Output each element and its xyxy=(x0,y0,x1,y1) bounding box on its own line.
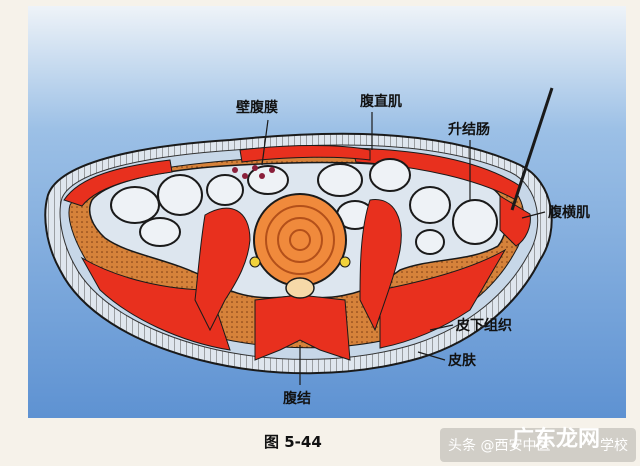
intestine-loops xyxy=(110,158,498,255)
right-nerve-dot xyxy=(339,256,351,268)
left-central-muscle xyxy=(194,207,251,332)
leader-lines xyxy=(261,112,546,385)
lower-center-muscle xyxy=(254,294,351,361)
watermark-overlay: 广东龙网 xyxy=(512,426,600,452)
label-parietal-peritoneum: 壁腹膜 xyxy=(236,99,278,116)
figure-caption: 图 5-44 xyxy=(264,433,322,451)
watermark-bg xyxy=(440,428,636,462)
left-abdominal-muscle xyxy=(63,159,173,207)
label-transversus-abdominis: 腹横肌 xyxy=(548,204,590,221)
label-rectus-abdominis: 腹直肌 xyxy=(360,93,402,110)
label-skin: 皮肤 xyxy=(447,352,477,369)
watermark-suffix: 学校 xyxy=(600,437,628,454)
vertebra-body xyxy=(253,193,347,287)
right-central-muscle xyxy=(359,199,402,332)
left-psoas-muscle xyxy=(80,256,231,351)
label-subcutaneous-tissue: 皮下组织 xyxy=(455,317,512,334)
watermark-prefix: 头条 @西安中医 xyxy=(448,437,550,454)
left-nerve-dot xyxy=(249,256,261,268)
rectus-abdominis-muscle xyxy=(239,145,371,163)
acupuncture-needle xyxy=(510,87,554,211)
spinal-canal xyxy=(285,277,315,299)
right-psoas-muscle xyxy=(379,248,507,349)
label-ascending-colon: 升结肠 xyxy=(448,121,490,138)
transversus-muscle xyxy=(499,195,531,247)
vessel-dots xyxy=(232,165,275,179)
label-abdominal-knot: 腹结 xyxy=(283,390,311,407)
